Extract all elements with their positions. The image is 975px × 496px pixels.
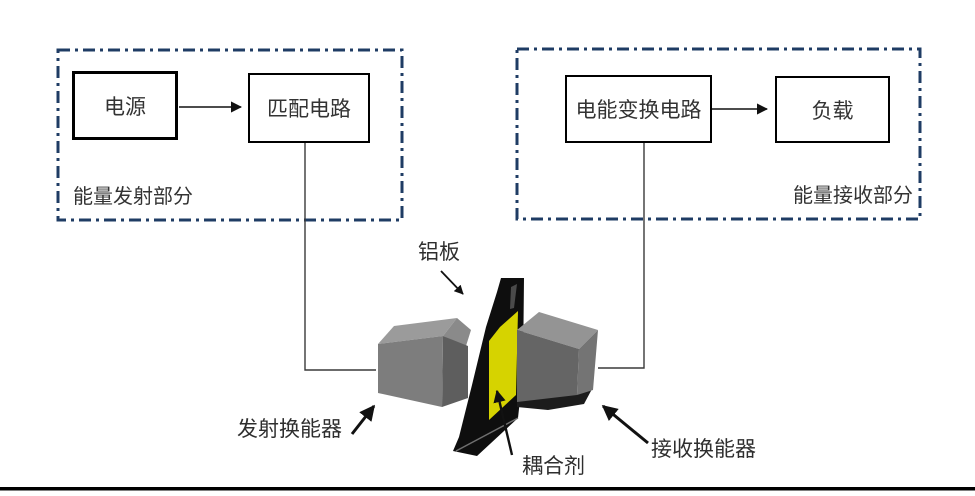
- rx-annotation-arrow: [601, 404, 649, 445]
- load-block: 负载: [775, 76, 890, 143]
- receive-section-label: 能量接收部分: [793, 185, 913, 207]
- power-conversion-block: 电能变换电路: [565, 75, 712, 143]
- wire-converter-to-rx: [598, 143, 645, 369]
- plate-annotation-arrow: [440, 270, 464, 295]
- receive-section-border: [515, 47, 922, 221]
- aluminum-plate-bottom-edge: [455, 417, 519, 452]
- couplant-label: 耦合剂: [522, 454, 585, 478]
- aluminum-plate-edge-highlight: [510, 284, 517, 309]
- rx-transducer-top-face: [517, 312, 598, 349]
- rx-transducer-right-face: [577, 330, 598, 395]
- couplant-annotation-arrow: [493, 389, 514, 456]
- rx-transducer-bottom-shadow: [517, 389, 592, 410]
- matching-circuit-label: 匹配电路: [267, 97, 351, 121]
- load-label: 负载: [811, 98, 854, 123]
- rx-transducer-front-face: [517, 330, 579, 402]
- transmit-section-label: 能量发射部分: [73, 186, 193, 208]
- plate-label: 铝板: [418, 240, 460, 264]
- tx-transducer-horn-side: [442, 336, 468, 407]
- tx-transducer-front-face: [378, 336, 443, 407]
- rx-transducer-label: 接收换能器: [651, 437, 756, 461]
- wire-matching-to-tx: [304, 143, 376, 371]
- power-source-block: 电源: [72, 71, 178, 140]
- tx-transducer-label: 发射换能器: [237, 417, 342, 441]
- transmit-section-border: [56, 48, 404, 222]
- power-source-label: 电源: [104, 94, 146, 119]
- tx-annotation-arrow: [350, 404, 376, 435]
- bottom-rule: [0, 487, 975, 491]
- tx-transducer-top-face: [378, 318, 457, 344]
- power-conversion-label: 电能变换电路: [575, 98, 702, 122]
- matching-circuit-block: 匹配电路: [248, 73, 370, 143]
